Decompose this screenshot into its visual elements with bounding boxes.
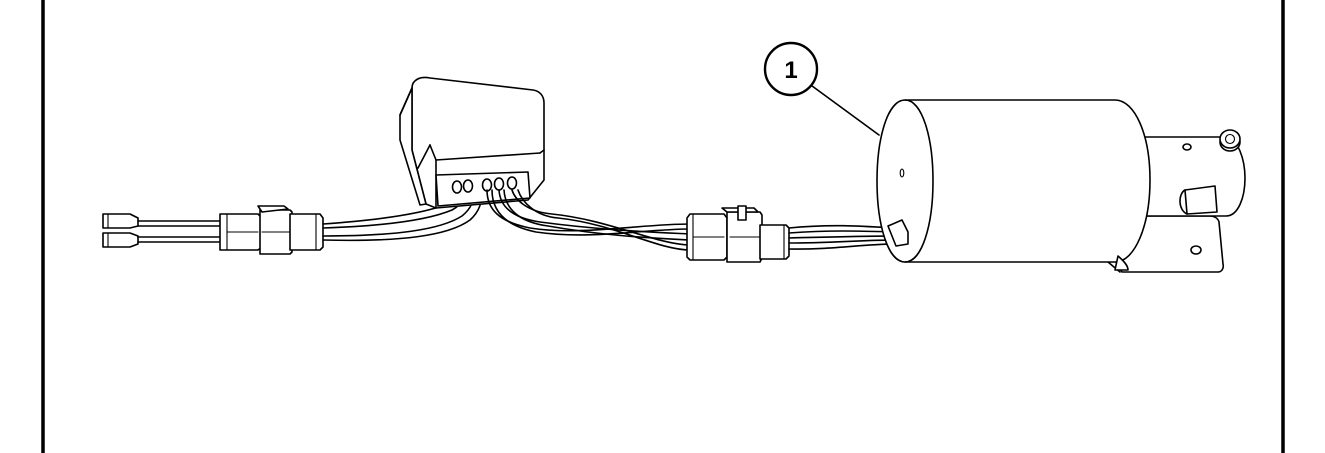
- control-module: [399, 76, 545, 209]
- left-connector: [219, 205, 324, 255]
- page-border: [41, 0, 1285, 453]
- wires-right: [486, 189, 691, 251]
- callout-1: 1: [763, 41, 880, 136]
- wires-motor: [788, 224, 897, 250]
- motor: [876, 99, 1246, 273]
- right-connector: [686, 205, 790, 263]
- spade-terminals: [102, 213, 225, 248]
- callout-1-number: 1: [784, 57, 797, 84]
